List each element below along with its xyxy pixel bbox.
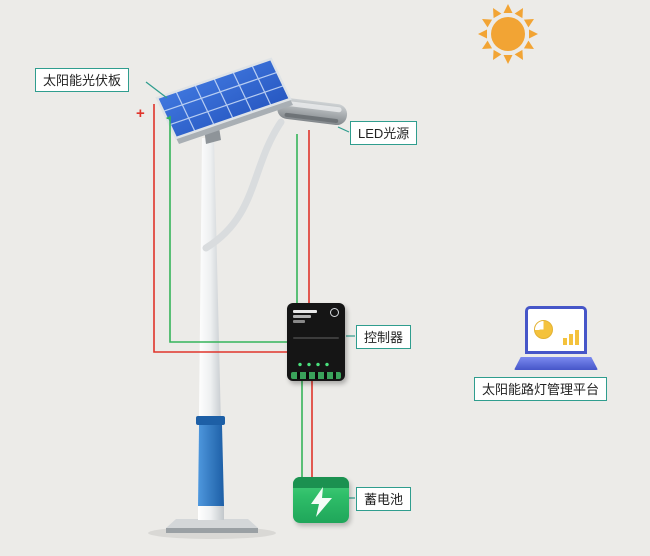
controller-led-indicators: [297, 362, 333, 367]
controller-terminal-strip: [291, 372, 341, 379]
label-controller: 控制器: [356, 325, 412, 349]
controller-logo-icon: [330, 308, 339, 317]
pie-chart-icon: [534, 320, 553, 339]
controller-device: [287, 303, 345, 381]
bar: [575, 330, 579, 345]
label-battery: 蓄电池: [356, 487, 412, 511]
lightning-bolt-icon: [311, 486, 332, 517]
negative-symbol: -: [166, 109, 171, 126]
laptop-screen: [525, 306, 587, 354]
wire-panel-positive: [153, 104, 288, 353]
controller-print-line: [293, 315, 311, 318]
label-management-platform: 太阳能路灯管理平台: [474, 377, 608, 401]
laptop-icon: [514, 306, 598, 370]
pole-blue-sleeve: [196, 416, 225, 506]
sun-icon: [466, 0, 550, 80]
pole: [198, 138, 223, 508]
label-solar-panel: 太阳能光伏板: [35, 68, 130, 92]
bar: [563, 338, 567, 345]
label-led-source: LED光源: [350, 121, 418, 145]
leader-led-label: [337, 126, 350, 133]
laptop-keyboard-base: [514, 357, 598, 370]
controller-divider: [293, 337, 339, 339]
bar-chart-icon: [563, 330, 579, 345]
wire-panel-negative: [169, 116, 288, 343]
controller-print-line: [293, 310, 317, 313]
led-lamp: [277, 97, 348, 126]
positive-symbol: +: [136, 105, 145, 122]
solar-panel: [155, 57, 293, 144]
battery-icon: [293, 477, 349, 523]
leader-panel-label: [145, 81, 168, 99]
battery-cap: [293, 477, 349, 488]
bar: [569, 334, 573, 345]
lamp-arm: [202, 118, 285, 252]
controller-print-line: [293, 320, 305, 323]
